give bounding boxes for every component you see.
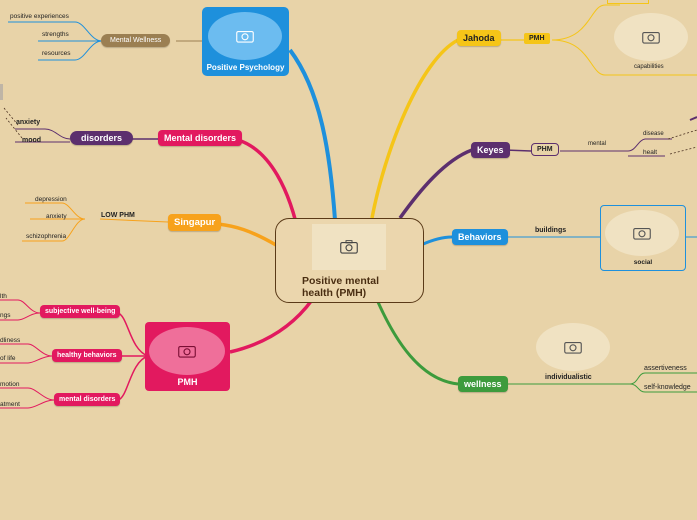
singapur-node[interactable]: Singapur (168, 214, 222, 231)
wellness-node[interactable]: wellness (458, 376, 508, 392)
topic-anxiety-2[interactable]: anxiety (46, 213, 67, 220)
mental-wellness-node[interactable]: Mental Wellness (101, 34, 171, 47)
central-title: Positive mental health (PMH) (302, 275, 380, 299)
positive-psychology-node[interactable]: Positive Psychology (202, 7, 289, 76)
topic-strengths[interactable]: strengths (42, 31, 69, 38)
camera-icon (633, 227, 651, 240)
camera-icon (236, 30, 254, 43)
pmh-node[interactable]: PMH (145, 322, 230, 391)
topic-depression[interactable]: depression (35, 196, 67, 203)
social-image (605, 210, 679, 256)
wellness-image (536, 323, 610, 371)
topic-mood[interactable]: mood (22, 137, 42, 144)
topic-healt[interactable]: healt (643, 149, 658, 156)
positive-psychology-image (208, 12, 282, 60)
keyes-node[interactable]: Keyes (471, 142, 510, 158)
topic-positive-experiences[interactable]: positive experiences (10, 13, 69, 20)
camera-icon (642, 31, 660, 44)
social-label: social (633, 259, 653, 266)
topic-dliness[interactable]: dliness (0, 337, 21, 344)
topic-self-knowledge[interactable]: self-knowledge (644, 384, 691, 391)
keyes-phm-node[interactable]: PHM (531, 143, 559, 156)
healthy-behaviors-node[interactable]: healthy behaviors (52, 349, 122, 362)
mental-disorders-node[interactable]: Mental disorders (158, 130, 243, 146)
jahoda-node[interactable]: Jahoda (457, 30, 501, 46)
topic-lth[interactable]: lth (0, 293, 7, 300)
camera-icon (178, 345, 196, 358)
subjective-well-being-node[interactable]: subjective well-being (40, 305, 121, 318)
topic-disease[interactable]: disease (643, 131, 664, 137)
central-image (312, 224, 386, 270)
camera-icon (340, 240, 358, 254)
topic-anxiety[interactable]: anxiety (16, 119, 41, 126)
topic-of-life[interactable]: of life (0, 355, 16, 362)
central-topic[interactable]: Positive mental health (PMH) (275, 218, 424, 303)
offscreen-box-top (607, 0, 649, 4)
social-node[interactable]: social (600, 205, 686, 271)
topic-assertiveness[interactable]: assertiveness (644, 365, 687, 372)
individualistic-label[interactable]: individualistic (545, 374, 592, 381)
topic-atment[interactable]: atment (0, 401, 20, 408)
offscreen-marker (0, 84, 3, 100)
topic-capabilities[interactable]: capabilities (634, 64, 664, 70)
pmh-mental-disorders-node[interactable]: mental disorders (54, 393, 121, 406)
disorders-node[interactable]: disorders (70, 131, 134, 145)
topic-motion[interactable]: motion (0, 381, 20, 388)
jahoda-image (614, 13, 688, 61)
low-phm-label[interactable]: LOW PHM (101, 212, 135, 219)
pmh-image (149, 327, 225, 375)
mental-label[interactable]: mental (588, 141, 607, 147)
behaviors-node[interactable]: Behaviors (452, 229, 508, 245)
topic-ngs[interactable]: ngs (0, 312, 11, 319)
camera-icon (564, 341, 582, 354)
pmh-label: PMH (177, 377, 198, 387)
positive-psychology-label: Positive Psychology (206, 63, 285, 72)
topic-schizophrenia[interactable]: schizophrenia (26, 233, 67, 240)
buildings-label[interactable]: buildings (535, 227, 567, 234)
jahoda-pmh-node[interactable]: PMH (524, 33, 550, 44)
topic-resources[interactable]: resources (42, 50, 71, 57)
